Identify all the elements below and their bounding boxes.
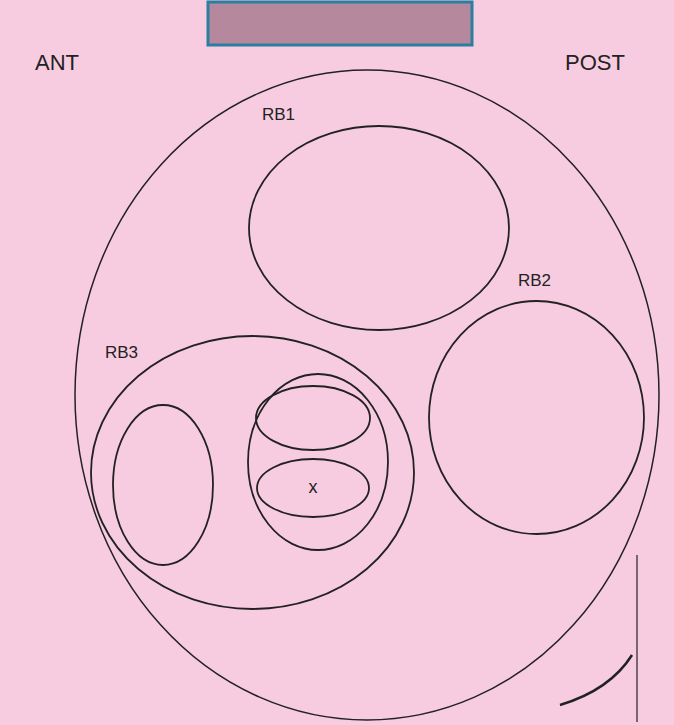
region-circle: RB2	[428, 300, 645, 535]
outer-circle	[75, 70, 659, 720]
region-outline	[428, 300, 645, 535]
region-outline	[90, 335, 415, 610]
header-bar	[208, 2, 472, 45]
region-label: RB1	[262, 106, 295, 125]
direction-label: ANT	[35, 50, 79, 76]
region-ellipse	[91, 336, 414, 609]
region-label: RB3	[105, 344, 138, 363]
region-circle: RB3 x	[90, 335, 415, 610]
region-ellipse	[257, 459, 369, 517]
margin-line	[636, 555, 637, 722]
inner-oval	[248, 374, 388, 550]
region-ellipse	[249, 126, 509, 330]
direction-label: POST	[565, 50, 625, 76]
region-outline	[248, 125, 510, 331]
region-circle: x	[256, 458, 370, 518]
region-circle: RB1	[248, 125, 510, 331]
upper-small-oval	[256, 386, 370, 450]
left-oval	[113, 405, 213, 565]
region-ellipse	[429, 301, 644, 534]
region-label: RB2	[518, 272, 551, 291]
mark-text: x	[309, 478, 318, 498]
scribble	[560, 655, 632, 705]
